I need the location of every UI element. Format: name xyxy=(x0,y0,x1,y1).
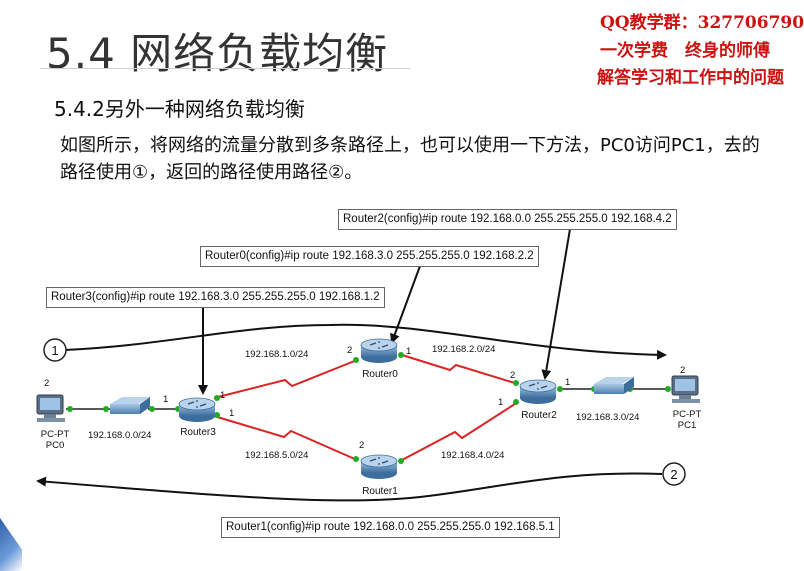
path-1-arrow xyxy=(64,323,667,360)
router3-label: Router3 xyxy=(180,427,216,438)
port-r0-left: 2 xyxy=(347,345,352,356)
promo-line-3: 解答学习和工作中的问题 xyxy=(597,68,784,88)
port-r0-right: 1 xyxy=(406,346,411,357)
port-r2-right: 1 xyxy=(565,377,570,388)
port-r3-left: 1 xyxy=(163,394,168,405)
title-divider xyxy=(40,68,410,69)
port-r1-top: 2 xyxy=(359,440,364,451)
router2-command-box: Router2(config)#ip route 192.168.0.0 255… xyxy=(338,209,677,230)
promo-line-2: 一次学费 终身的师傅 xyxy=(600,41,770,61)
router3-command-box: Router3(config)#ip route 192.168.3.0 255… xyxy=(46,287,385,308)
switch-left-icon[interactable] xyxy=(110,397,150,414)
serial-link-r3-r1 xyxy=(213,415,358,461)
pc1-type-label: PC-PT xyxy=(673,409,702,420)
pc0-name-label: PC0 xyxy=(46,440,64,451)
network-label-1: 192.168.1.0/24 xyxy=(245,349,308,360)
network-label-2: 192.168.2.0/24 xyxy=(432,344,495,355)
network-label-3: 192.168.3.0/24 xyxy=(576,412,639,423)
slide-subtitle: 5.4.2另外一种网络负载均衡 xyxy=(54,97,305,121)
port-r2-down: 1 xyxy=(498,397,503,408)
serial-link-r0-r2 xyxy=(401,354,519,385)
port-r3-down: 1 xyxy=(229,408,234,419)
pc1-name-label: PC1 xyxy=(678,420,696,431)
router1-label: Router1 xyxy=(362,486,398,497)
pc0-icon[interactable] xyxy=(36,394,65,422)
router2-command-pointer xyxy=(541,228,571,380)
router3-icon[interactable] xyxy=(178,397,216,422)
router1-icon[interactable] xyxy=(360,454,398,479)
router0-icon[interactable] xyxy=(360,338,398,363)
switch-right-icon[interactable] xyxy=(594,377,634,394)
router0-label: Router0 xyxy=(362,369,398,380)
serial-link-r1-r2 xyxy=(401,401,519,461)
slide-description: 如图所示，将网络的流量分散到多条路径上，也可以使用一下方法，PC0访问PC1，去… xyxy=(60,135,760,183)
path-1-marker: 1 xyxy=(43,338,67,362)
network-label-5: 192.168.5.0/24 xyxy=(245,450,308,461)
promo-qq-group: QQ教学群：327706790 xyxy=(600,13,804,33)
router0-command-box: Router0(config)#ip route 192.168.3.0 255… xyxy=(200,246,539,267)
svg-text:2: 2 xyxy=(670,467,677,482)
router1-command-box: Router1(config)#ip route 192.168.0.0 255… xyxy=(221,517,560,538)
port-r2-up: 2 xyxy=(510,370,515,381)
pc1-icon[interactable] xyxy=(671,375,700,403)
pc0-type-label: PC-PT xyxy=(41,429,70,440)
network-label-0: 192.168.0.0/24 xyxy=(88,430,151,441)
router0-command-pointer xyxy=(390,265,421,344)
router2-icon[interactable] xyxy=(519,379,557,404)
port-r3-up: 1 xyxy=(220,390,225,401)
serial-link-r3-r0 xyxy=(213,359,358,399)
path-2-arrow xyxy=(36,472,663,502)
slide-title: 5.4 网络负载均衡 xyxy=(46,29,389,78)
network-label-4: 192.168.4.0/24 xyxy=(441,450,504,461)
port-pc0: 2 xyxy=(44,378,49,389)
port-pc1: 2 xyxy=(680,365,685,376)
path-2-marker: 2 xyxy=(662,462,686,486)
router2-label: Router2 xyxy=(521,410,557,421)
svg-text:1: 1 xyxy=(51,343,58,358)
